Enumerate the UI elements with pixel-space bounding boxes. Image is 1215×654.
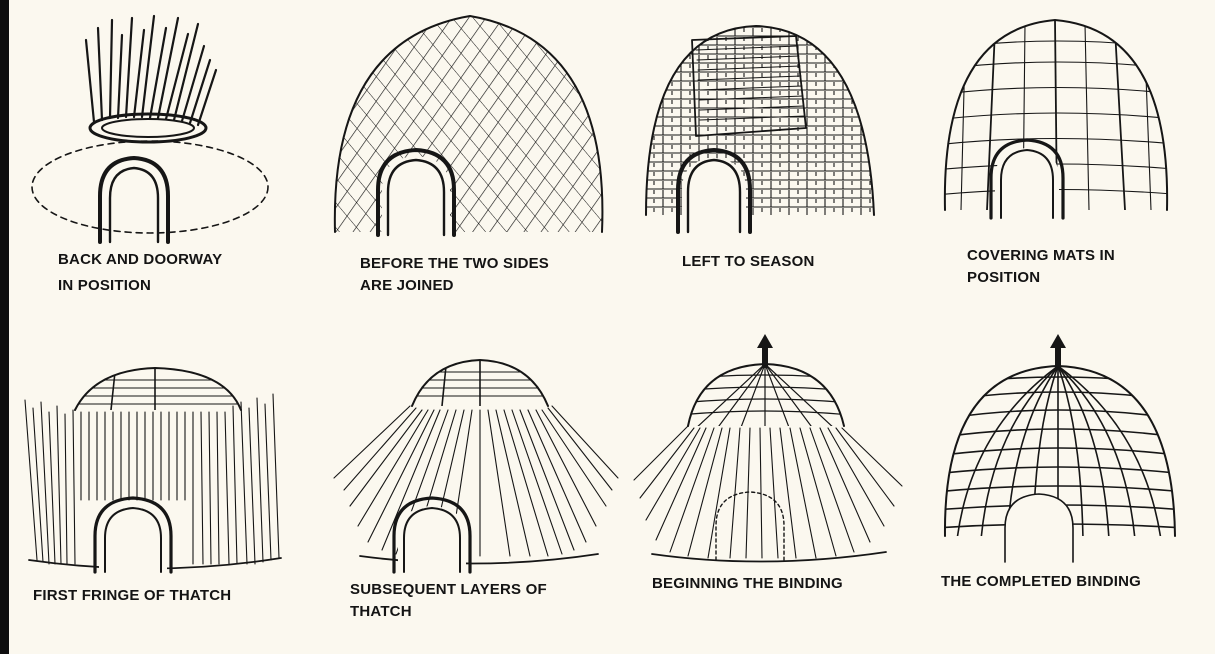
panel-completed-binding: THE COMPLETED BINDING <box>935 330 1195 640</box>
finial <box>757 334 773 368</box>
hut-drawing-frame <box>630 330 910 580</box>
panel-first-fringe: FIRST FRINGE OF THATCH <box>15 350 295 640</box>
caption-line-1: BEGINNING THE BINDING <box>652 574 843 594</box>
hut-drawing-frame <box>15 350 295 580</box>
hut-drawing-frame <box>20 10 280 240</box>
left-border-bar <box>0 0 9 654</box>
caption-line-1: BACK AND DOORWAY <box>58 250 222 270</box>
hut-drawing-frame <box>935 10 1190 240</box>
caption-line-2: ARE JOINED <box>360 276 454 296</box>
caption-line-1: THE COMPLETED BINDING <box>941 572 1141 592</box>
floor-outline <box>32 141 268 233</box>
panel-before-sides-joined: BEFORE THE TWO SIDES ARE JOINED <box>320 10 620 300</box>
doorway-outline <box>716 492 784 560</box>
panel-beginning-binding: BEGINNING THE BINDING <box>630 330 910 640</box>
hut-drawing-frame <box>330 350 620 580</box>
hut-drawing-frame <box>320 10 620 240</box>
dome-top <box>688 364 844 426</box>
caption-line-1: FIRST FRINGE OF THATCH <box>33 586 231 606</box>
caption-line-1: COVERING MATS IN <box>967 246 1115 266</box>
panel-subsequent-layers: SUBSEQUENT LAYERS OF THATCH <box>330 350 620 640</box>
caption-line-1: SUBSEQUENT LAYERS OF <box>350 580 547 600</box>
finial <box>1050 334 1066 370</box>
caption-line-2: POSITION <box>967 268 1040 288</box>
hut-drawing-frame <box>640 10 890 240</box>
upright-reeds <box>86 16 216 125</box>
panel-back-and-doorway: BACK AND DOORWAY IN POSITION <box>20 10 280 300</box>
caption-line-1: BEFORE THE TWO SIDES <box>360 254 549 274</box>
panel-left-to-season: LEFT TO SEASON <box>640 10 890 300</box>
thatch-layers <box>334 406 618 556</box>
caption-line-2: THATCH <box>350 602 412 622</box>
hut-drawing-frame <box>935 330 1195 580</box>
panel-covering-mats: COVERING MATS IN POSITION <box>935 10 1190 300</box>
thatch-layers <box>634 426 902 558</box>
caption-line-2: IN POSITION <box>58 276 151 296</box>
caption-line-1: LEFT TO SEASON <box>682 252 815 272</box>
